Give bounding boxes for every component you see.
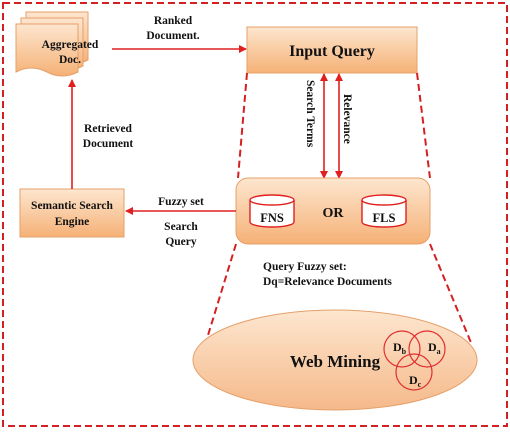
- venn-label-db: Db: [393, 340, 407, 356]
- aggregated-label-2: Doc.: [59, 54, 81, 66]
- funnel-line-lower-left: [204, 243, 237, 346]
- fuzzy-set-node: FNS OR FLS: [235, 177, 431, 245]
- venn-circle-db: [383, 330, 421, 368]
- fuzzy-set-label: Fuzzy set: [158, 196, 204, 208]
- venn-circle-dc: [395, 353, 433, 391]
- funnel-line-right: [416, 72, 431, 179]
- search-query-label-1: Search: [164, 221, 198, 233]
- venn-circle-da: [408, 330, 446, 368]
- search-query-label-2: Query: [165, 236, 197, 248]
- ranked-label-1: Ranked: [154, 15, 193, 27]
- retrieved-label-1: Retrieved: [84, 123, 132, 135]
- fls-cylinder: FLS: [361, 194, 407, 228]
- semantic-search-engine-node: Semantic Search Engine: [19, 188, 125, 238]
- venn-label-da: Da: [428, 340, 441, 356]
- or-label: OR: [323, 206, 345, 221]
- fns-label: FNS: [260, 211, 284, 225]
- semantic-label-2: Engine: [55, 216, 90, 228]
- search-terms-label: Search Terms: [304, 80, 316, 148]
- relevance-label: Relevance: [341, 94, 353, 144]
- input-query-label: Input Query: [289, 43, 375, 60]
- venn-label-dc: Dc: [409, 373, 422, 389]
- aggregated-label-1: Aggregated: [42, 39, 99, 51]
- funnel-line-lower-right: [429, 243, 473, 346]
- semantic-label-1: Semantic Search: [31, 200, 113, 212]
- ranked-label-2: Document.: [146, 30, 199, 42]
- venn-diagram: Db Da Dc: [383, 330, 446, 391]
- query-fuzzy-label-1: Query Fuzzy set:: [263, 261, 347, 273]
- aggregated-doc-node: Aggregated Doc.: [15, 11, 99, 77]
- fns-cylinder: FNS: [249, 194, 295, 228]
- retrieved-label-2: Document: [83, 138, 134, 150]
- fls-label: FLS: [373, 211, 396, 225]
- web-mining-node: Web Mining: [192, 309, 478, 411]
- outer-border: [2, 2, 508, 427]
- funnel-line-left: [237, 72, 248, 179]
- web-mining-label: Web Mining: [290, 352, 381, 371]
- input-query-node: Input Query: [246, 26, 418, 74]
- query-fuzzy-label-2: Dq=Relevance Documents: [263, 276, 392, 288]
